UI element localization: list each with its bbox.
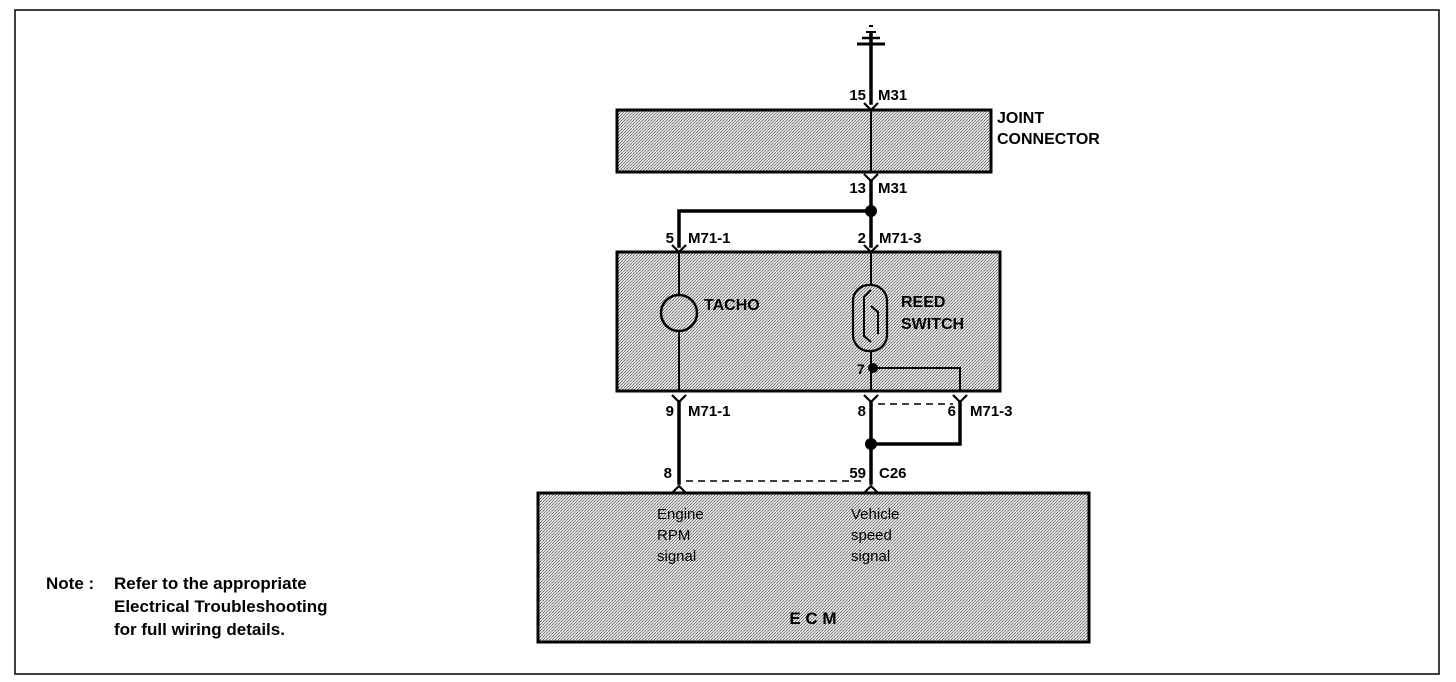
ecm-box [536,491,1091,644]
ecm-speed-signal-line3: signal [851,548,890,565]
connector-m31-top-label: M31 [878,87,907,104]
note-line-1: Refer to the appropriate [114,574,307,593]
pin-8-ecm-label: 8 [664,465,672,482]
pin-5-label: 5 [666,230,674,247]
ecm-label: E C M [789,609,836,628]
pin-7-label: 7 [857,361,865,377]
note-line-2: Electrical Troubleshooting [114,597,328,616]
connector-m31-bottom-label: M31 [878,180,907,197]
wire-splice-to-tacho [677,209,873,248]
note-block: Note : Refer to the appropriate Electric… [46,572,327,641]
note-line-3: for full wiring details. [114,620,285,639]
ecm-rpm-signal-line1: Engine [657,506,704,523]
pin-59-label: 59 [849,465,866,482]
connector-c26-label: C26 [879,465,907,482]
pin-13-label: 13 [849,180,866,197]
splice-dot-top [865,205,877,217]
wire-pin-6-to-splice [869,400,962,446]
pin-6-label: 6 [948,403,956,420]
ecm-speed-signal-line1: Vehicle [851,506,899,523]
note-prefix: Note : [46,574,95,593]
reed-switch-label-line1: REED [901,294,945,311]
joint-connector-label-line2: CONNECTOR [997,131,1100,148]
pin-8-c26 [671,484,687,494]
pin-8-label: 8 [858,403,866,420]
pin-9-label: 9 [666,403,674,420]
connector-m71-1-bottom-label: M71-1 [688,403,731,420]
connector-m71-3-top-label: M71-3 [879,230,922,247]
pin-2-label: 2 [858,230,866,247]
page-frame [14,9,1440,675]
joint-connector-box [615,108,993,174]
ecm-speed-signal-line2: speed [851,527,892,544]
pin-15-label: 15 [849,87,866,104]
connector-m71-1-top-label: M71-1 [688,230,731,247]
pin-59-c26 [863,484,879,494]
tacho-label: TACHO [704,297,760,314]
ground-symbol-icon [857,25,885,46]
wire-internal-to-pin-6 [873,367,961,391]
ecm-rpm-signal-line2: RPM [657,527,690,544]
ecm-rpm-signal-line3: signal [657,548,696,565]
joint-connector-label-line1: JOINT [997,110,1044,127]
connector-m71-3-bottom-label: M71-3 [970,403,1013,420]
reed-switch-label-line2: SWITCH [901,316,964,333]
splice-dot-bottom [865,438,877,450]
